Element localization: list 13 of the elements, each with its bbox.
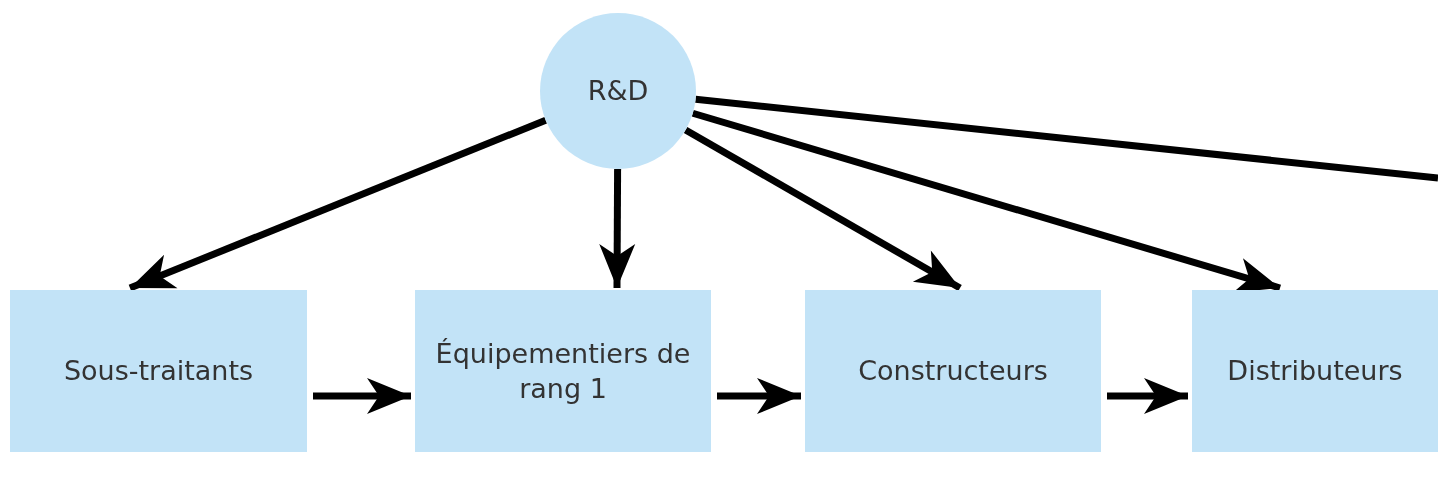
arrow: [128, 116, 547, 292]
process-box: [1192, 290, 1438, 452]
node-label: R&D: [587, 74, 649, 109]
node-label: Équipementiers de rang 1: [434, 336, 692, 406]
process-box: [10, 290, 307, 452]
arrow: [599, 169, 636, 289]
process-box: [415, 290, 711, 452]
arrow: [691, 109, 1281, 293]
process-box: [805, 290, 1101, 452]
node-label: Sous-traitants: [63, 354, 254, 389]
arrow: [683, 126, 962, 292]
node-label: Constructeurs: [858, 354, 1048, 389]
node-label: Distributeurs: [1227, 354, 1403, 389]
